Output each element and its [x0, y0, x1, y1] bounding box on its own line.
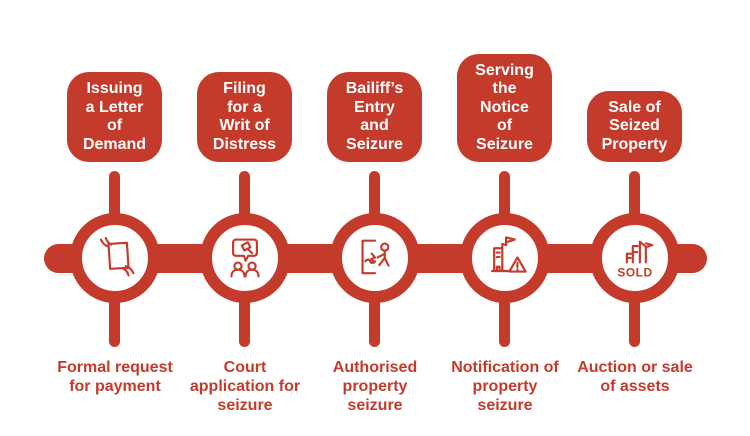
step-title-box: Filing for a Writ of Distress [197, 72, 292, 162]
door-entry-icon [361, 239, 390, 275]
step-title: Sale of Seized Property [601, 98, 668, 153]
step-title: Issuing a Letter of Demand [82, 80, 147, 153]
step-node [460, 213, 550, 303]
step-caption: Court application for seizure [189, 359, 301, 414]
step-connector-bottom [369, 293, 380, 347]
step-node [330, 213, 420, 303]
step-title: Bailiff’s Entry and Seizure [345, 80, 404, 153]
step-caption: Notification of property seizure [451, 359, 559, 414]
step-title: Filing for a Writ of Distress [212, 80, 277, 153]
letter-in-hands-icon [99, 236, 135, 277]
step-connector-bottom [499, 293, 510, 347]
step-connector-bottom [109, 293, 120, 347]
step-title-box: Bailiff’s Entry and Seizure [327, 72, 422, 162]
sold-building-icon: SOLD [617, 240, 654, 279]
step-caption: Authorised property seizure [332, 359, 418, 414]
step-node [200, 213, 290, 303]
step-title-box: Sale of Seized Property [587, 90, 682, 162]
step-caption: Formal request for payment [57, 359, 173, 395]
step-connector-top [629, 171, 640, 221]
sold-label: SOLD [617, 265, 652, 279]
step-title-box: Serving the Notice of Seizure [457, 53, 552, 162]
step-node [70, 213, 160, 303]
step-title-box: Issuing a Letter of Demand [67, 72, 162, 162]
step-connector-top [239, 171, 250, 221]
step-title: Serving the Notice of Seizure [475, 61, 534, 153]
step-connector-top [499, 171, 510, 221]
gavel-speech-bubble-icon [230, 238, 260, 278]
step-connector-bottom [239, 293, 250, 347]
step-caption: Auction or sale of assets [577, 359, 693, 395]
step-connector-bottom [629, 293, 640, 347]
step-node: SOLD [590, 213, 680, 303]
building-warning-icon [490, 236, 527, 273]
step-connector-top [109, 171, 120, 221]
step-connector-top [369, 171, 380, 221]
